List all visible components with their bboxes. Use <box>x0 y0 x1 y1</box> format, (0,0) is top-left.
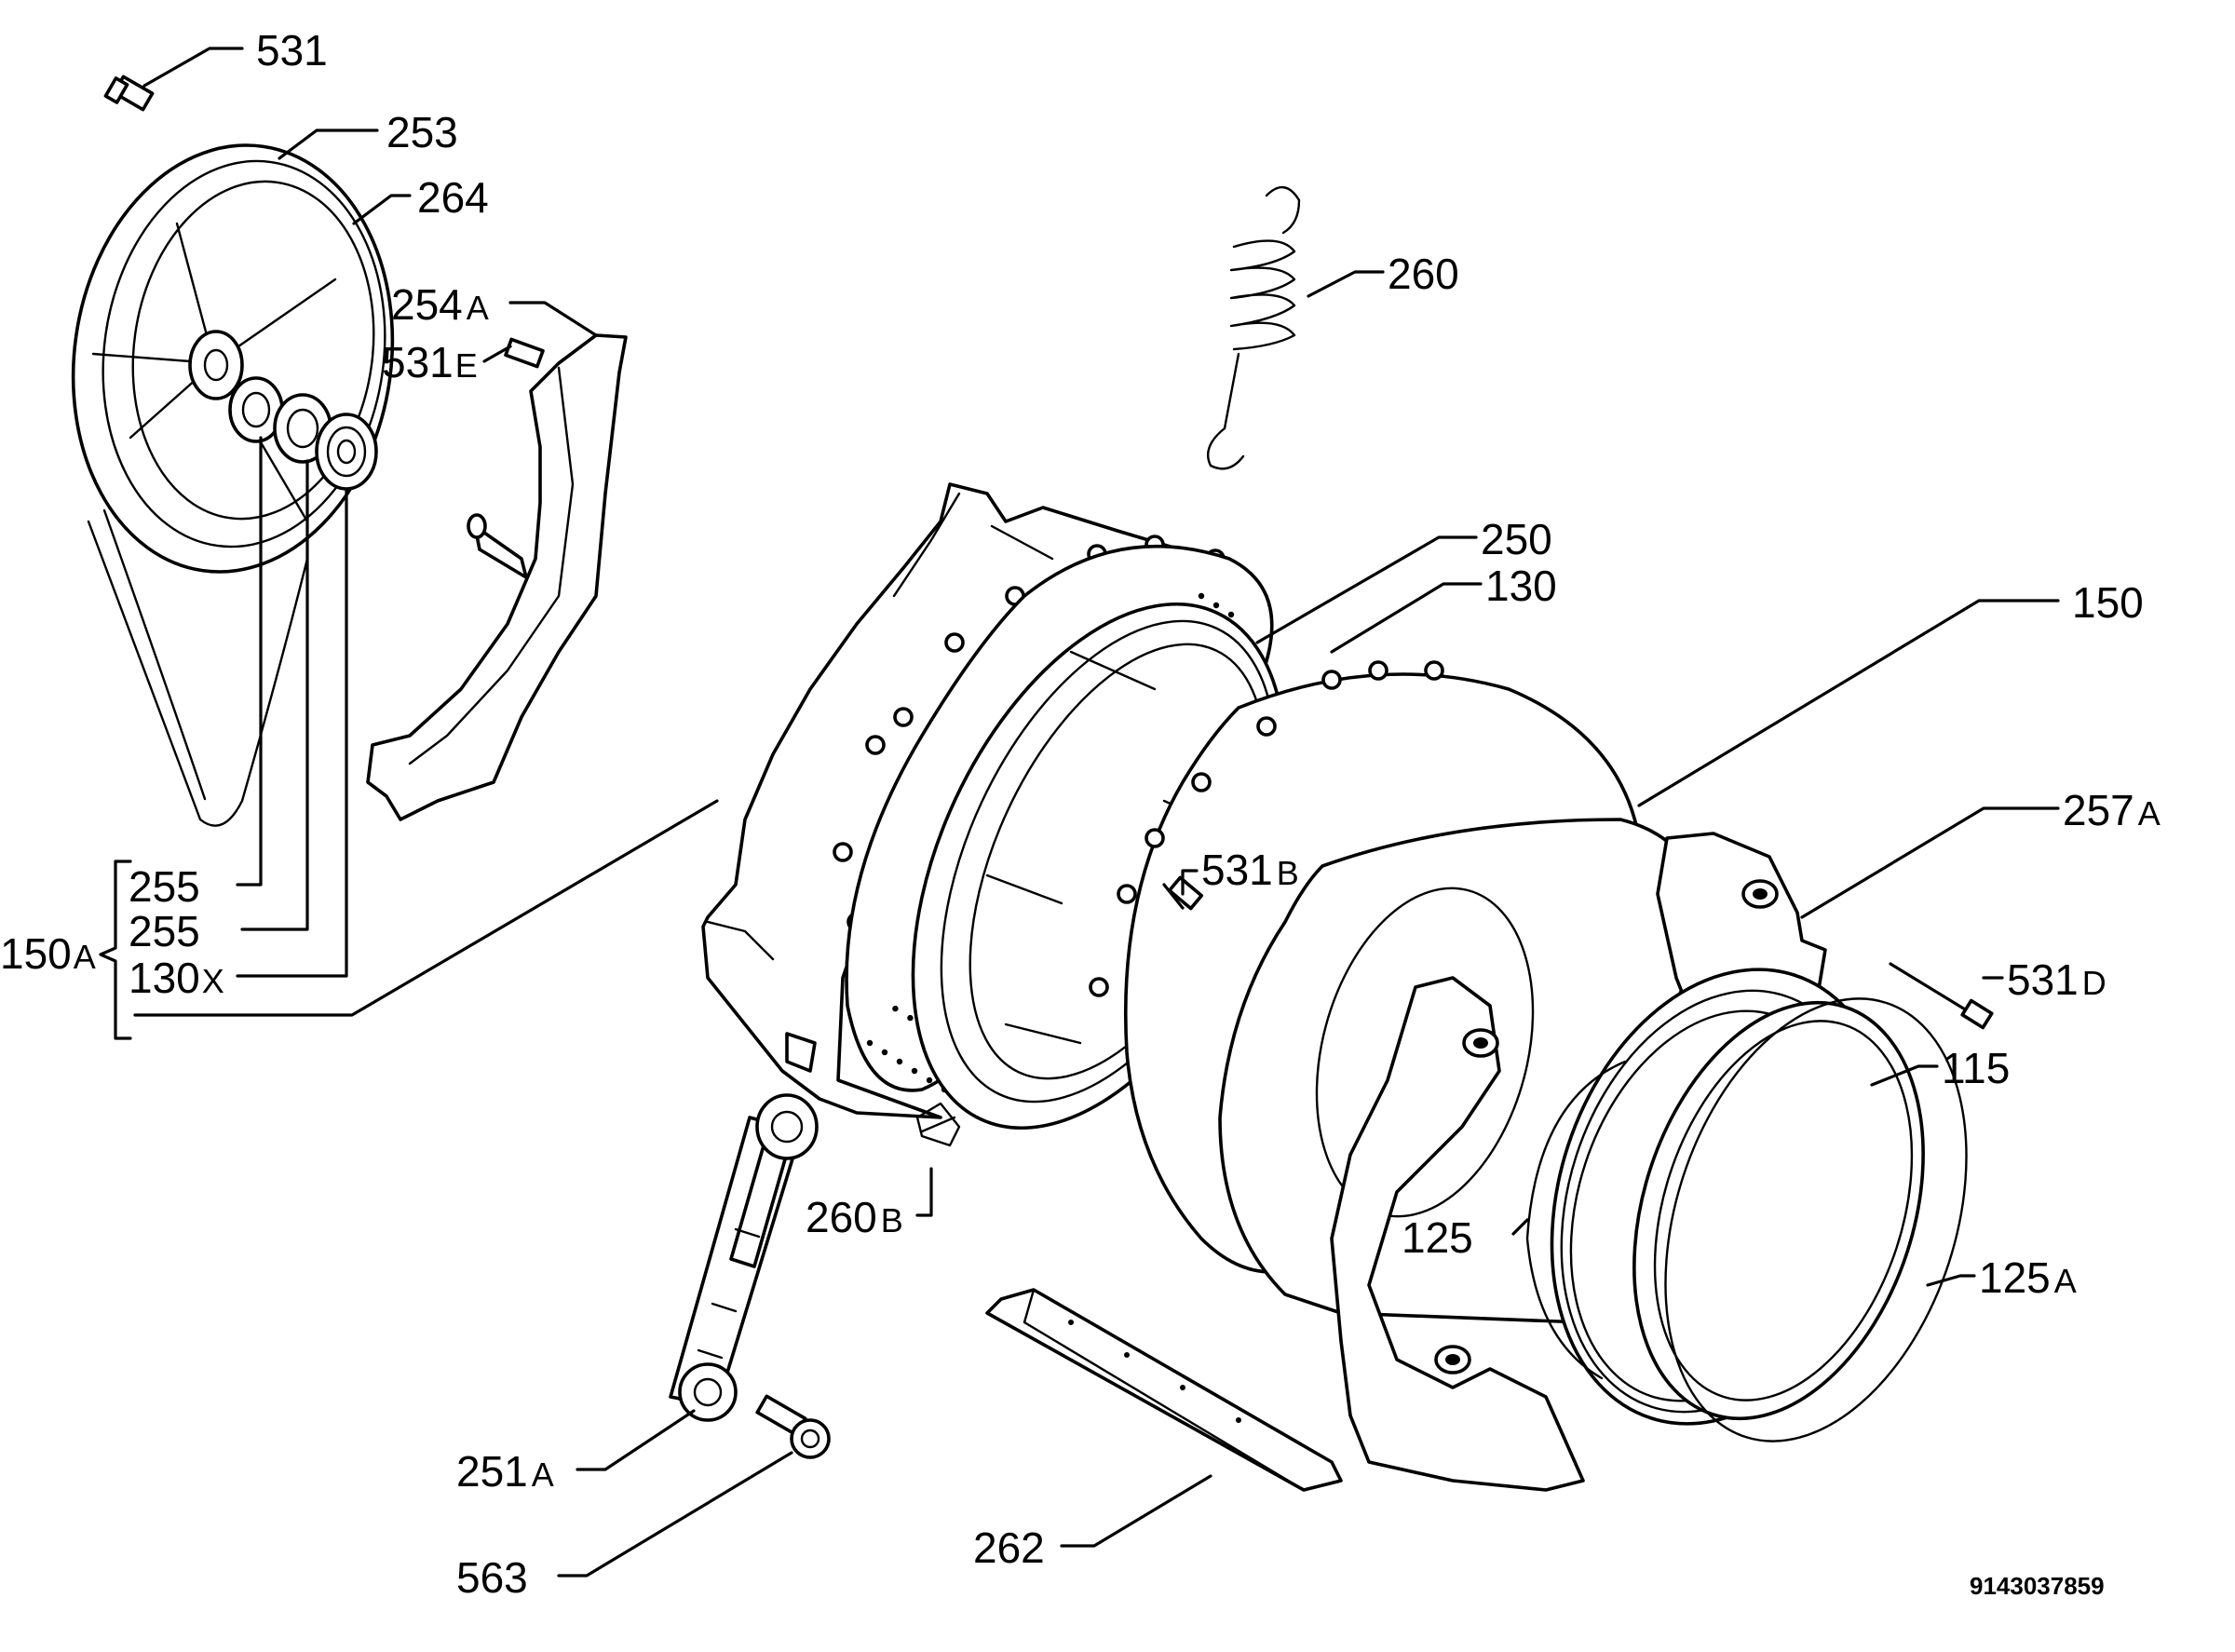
drum-paddle-262 <box>985 1288 1343 1492</box>
perforation-hole <box>926 1077 933 1084</box>
label-531e: 531E <box>382 338 478 386</box>
label-264: 264 <box>417 173 489 222</box>
label-125: 125 <box>1402 1213 1473 1262</box>
bolt-563 <box>755 1394 831 1459</box>
perforation-hole <box>896 1058 903 1065</box>
label-130: 130 <box>1485 562 1557 610</box>
perforation-hole <box>1227 611 1235 618</box>
label-255-a: 255 <box>129 862 200 911</box>
screw-531 <box>103 74 155 112</box>
label-563: 563 <box>456 1553 528 1602</box>
clamp-ring-125a <box>1664 997 1968 1442</box>
perforation-hole <box>892 1005 899 1012</box>
label-531: 531 <box>256 26 328 74</box>
label-130x: 130X <box>129 954 224 1002</box>
document-id: 9143037859 <box>1970 1572 2105 1600</box>
bracket-254a <box>366 333 628 821</box>
label-115: 115 <box>1942 1044 2010 1092</box>
perforation-hole <box>1212 602 1220 609</box>
perforation-hole <box>911 1067 918 1075</box>
label-150: 150 <box>2072 578 2144 627</box>
label-262: 262 <box>973 1523 1045 1572</box>
front-seal-ring <box>1550 968 1925 1426</box>
perforation-hole <box>1198 592 1205 600</box>
shock-absorber-251a <box>669 1093 819 1422</box>
screw-531d <box>1889 962 1994 1030</box>
leader-lines <box>99 47 2060 1578</box>
label-250: 250 <box>1481 515 1552 563</box>
label-253: 253 <box>386 108 458 156</box>
screw-531e <box>504 337 545 369</box>
label-150a: 150A <box>0 929 96 978</box>
clip-260b <box>915 1102 961 1147</box>
pulley-wheel <box>71 143 395 827</box>
counterweight-front <box>1330 976 1585 1492</box>
perforation-hole <box>907 1014 914 1022</box>
bearing-seal-set <box>228 376 378 491</box>
seal-ring-125 <box>1525 1060 1627 1380</box>
perforation-hole <box>866 1039 874 1047</box>
screw-531b <box>1162 875 1204 911</box>
label-255-b: 255 <box>129 907 200 955</box>
label-260: 260 <box>1388 250 1459 298</box>
front-tub-bolts <box>1089 660 1444 997</box>
spring-260 <box>1206 186 1301 470</box>
perforation-hole <box>881 1049 888 1056</box>
